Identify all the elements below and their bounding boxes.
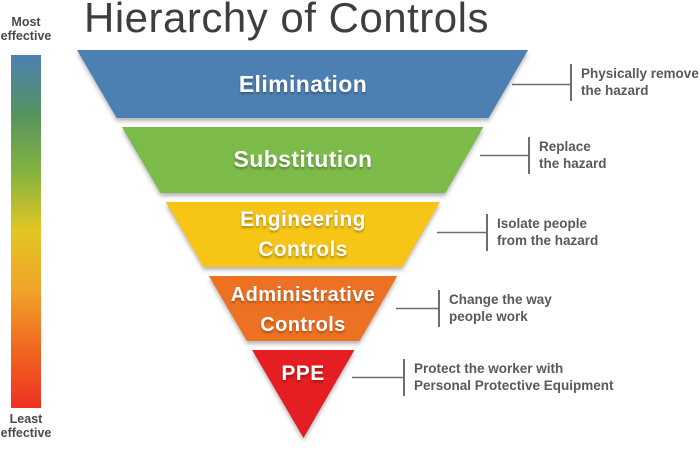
engineering-controls-label-line2: Controls	[258, 238, 348, 261]
substitution-label-line1: Substitution	[233, 146, 373, 172]
elimination-annotation: Physically remove the hazard	[570, 64, 699, 101]
administrative-controls-label: Administrative Controls	[153, 280, 453, 340]
effectiveness-gradient-bar	[11, 55, 41, 408]
ppe-annotation-line2: Personal Protective Equipment	[414, 377, 614, 393]
substitution-annotation-line2: the hazard	[539, 155, 607, 171]
engineering-controls-annotation: Isolate people from the hazard	[486, 214, 598, 251]
engineering-controls-band	[165, 202, 440, 267]
substitution-label: Substitution	[153, 146, 453, 173]
ppe-annotation-line1: Protect the worker with	[414, 361, 564, 376]
substitution-annotation-line1: Replace	[539, 139, 591, 154]
engineering-controls-label: Engineering Controls	[153, 205, 453, 265]
page-title: Hierarchy of Controls	[84, 0, 489, 41]
administrative-controls-annotation: Change the way people work	[438, 290, 552, 327]
elimination-label-line1: Elimination	[238, 71, 368, 97]
engineering-controls-annotation-line2: from the hazard	[497, 232, 599, 248]
elimination-annotation-line1: Physically remove	[581, 66, 699, 81]
most-effective-label: Most effective	[0, 15, 52, 43]
ppe-annotation: Protect the worker with Personal Protect…	[403, 359, 614, 396]
ppe-band	[252, 350, 355, 438]
administrative-controls-label-line2: Controls	[260, 314, 346, 336]
engineering-controls-annotation-line1: Isolate people	[497, 216, 588, 231]
least-effective-label: Least effective	[0, 412, 52, 440]
ppe-label-line1: PPE	[281, 362, 325, 385]
administrative-controls-label-line1: Administrative	[230, 284, 376, 306]
substitution-band	[121, 127, 484, 193]
elimination-label: Elimination	[153, 71, 453, 98]
ppe-label: PPE	[153, 362, 453, 386]
substitution-annotation: Replace the hazard	[528, 137, 607, 174]
administrative-controls-annotation-line1: Change the way	[449, 292, 552, 307]
engineering-controls-label-line1: Engineering	[240, 208, 366, 231]
administrative-controls-annotation-line2: people work	[449, 308, 528, 324]
administrative-controls-band	[208, 276, 398, 341]
elimination-band	[77, 50, 528, 118]
elimination-annotation-line2: the hazard	[581, 82, 649, 98]
